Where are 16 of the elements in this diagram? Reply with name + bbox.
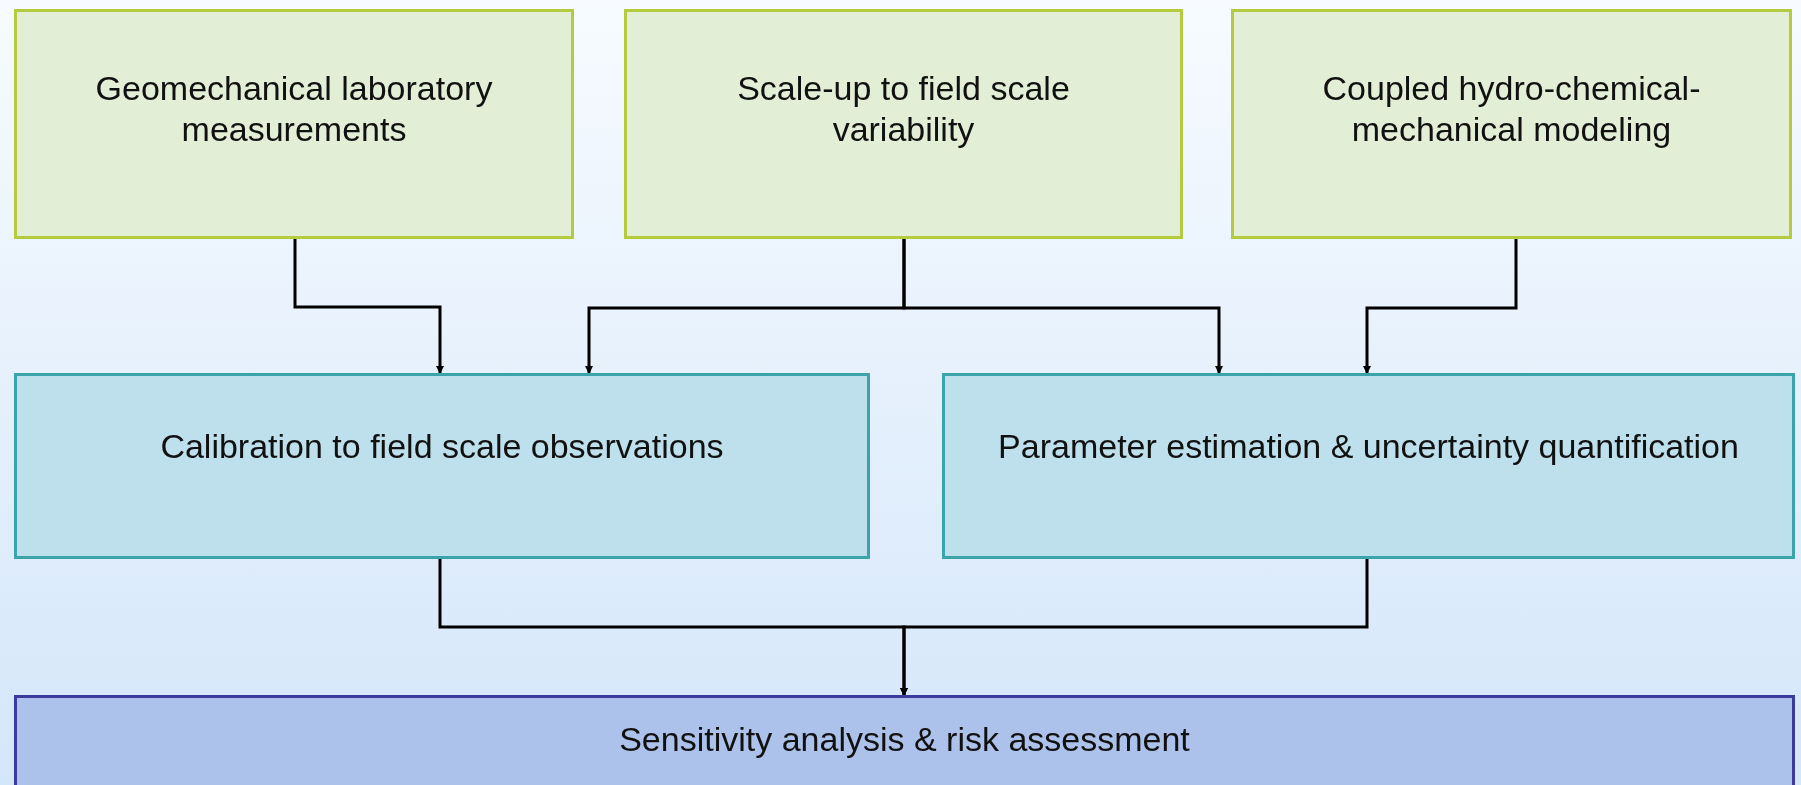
box-label: Coupled hydro-chemical-mechanical modeling <box>1321 68 1702 150</box>
connector-arrow <box>293 239 444 374</box>
process-box <box>624 9 1183 239</box>
box-label: Parameter estimation & uncertainty quantification <box>998 425 1739 467</box>
process-box <box>14 695 1795 785</box>
process-box <box>14 373 870 559</box>
process-box <box>1231 9 1792 239</box>
box-label: Geomechanical laboratory measurements <box>94 68 494 150</box>
box-label: Scale-up to field scale variability <box>736 68 1071 150</box>
connector-arrow <box>900 559 1369 696</box>
process-box <box>942 373 1795 559</box>
process-box <box>14 9 574 239</box>
connector-arrow <box>902 239 1223 374</box>
box-label: Calibration to field scale observations <box>160 425 724 467</box>
connector-arrow <box>1363 239 1518 374</box>
box-label: Sensitivity analysis & risk assessment <box>619 718 1190 760</box>
